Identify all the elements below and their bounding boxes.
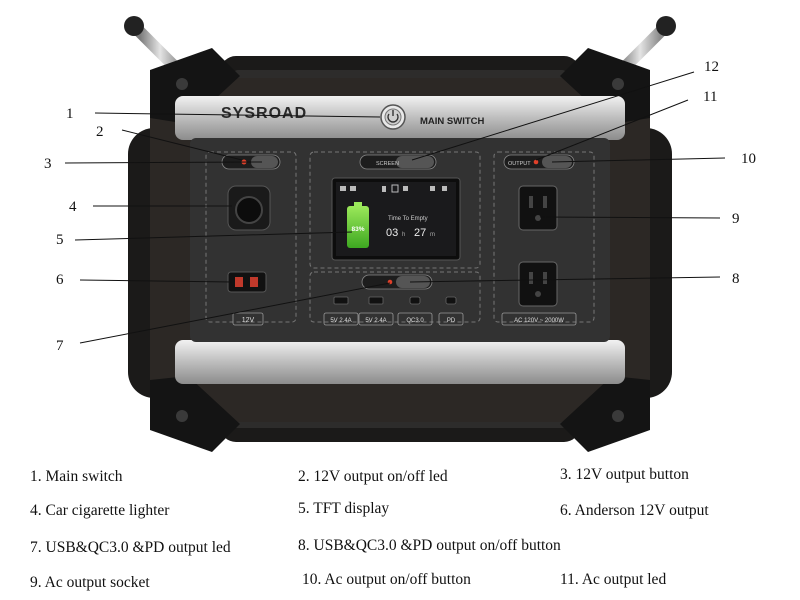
usb2-label: 5V 2.4A [365, 318, 386, 324]
main-switch-button[interactable] [380, 104, 406, 130]
callout-12: 12 [704, 59, 719, 75]
ac-label: AC 120V ~ 2000W [514, 318, 564, 324]
bottom-steel-band [175, 340, 625, 384]
battery-gauge [347, 206, 369, 248]
callout-lines [64, 71, 726, 344]
minutes-unit: m [430, 232, 435, 238]
legend-item-7: 7. USB&QC3.0 &PD output led [30, 539, 231, 556]
legend-item-10: 10. Ac output on/off button [302, 571, 471, 588]
hours-unit: h [402, 232, 405, 238]
pd-label: PD [447, 318, 456, 324]
legend-item-1: 1. Main switch [30, 468, 123, 485]
legend-item-2: 2. 12V output on/off led [298, 468, 448, 485]
power-icon [387, 113, 399, 123]
callout-4: 4 [69, 199, 77, 215]
hours-value: 03 [386, 227, 398, 239]
callout-1: 1 [66, 106, 74, 122]
legend-item-3: 3. 12V output button [560, 466, 689, 483]
output-label: OUTPUT [508, 161, 531, 167]
minutes-value: 27 [414, 227, 426, 239]
usb-ports[interactable] [333, 296, 457, 305]
legend-item-9: 9. Ac output socket [30, 574, 150, 591]
legend-item-8: 8. USB&QC3.0 &PD output on/off button [298, 537, 561, 554]
ac-socket-top[interactable] [518, 185, 558, 231]
legend-item-5: 5. TFT display [298, 500, 390, 517]
callout-10: 10 [741, 151, 756, 167]
callout-11: 11 [703, 89, 717, 105]
anderson-port[interactable] [227, 271, 267, 293]
callout-5: 5 [56, 232, 64, 248]
legend-item-6: 6. Anderson 12V output [560, 502, 709, 519]
callout-6: 6 [56, 272, 64, 288]
status-icons [340, 184, 447, 193]
time-to-empty-label: Time To Empty [388, 216, 428, 222]
car-cigarette-lighter[interactable] [227, 185, 271, 231]
legend: 1. Main switch 2. 12V output on/off led … [0, 458, 800, 600]
usb1-label: 5V 2.4A [330, 318, 351, 324]
brand-logo: SYSROAD [221, 105, 307, 122]
callout-2: 2 [96, 124, 104, 140]
legend-item-11: 11. Ac output led [560, 571, 667, 588]
corner-guards [150, 48, 650, 452]
ac-socket-bottom[interactable] [518, 261, 558, 307]
qc-label: QC3.0 [406, 318, 424, 324]
main-switch-label: MAIN SWITCH [420, 116, 485, 127]
screen-label: SCREEN [376, 161, 399, 167]
ac-output-led [533, 159, 539, 165]
legend-item-4: 4. Car cigarette lighter [30, 502, 170, 519]
callout-9: 9 [732, 211, 740, 227]
callout-3: 3 [44, 156, 52, 172]
callout-7: 7 [56, 338, 64, 354]
tft-display: 83% Time To Empty 03 h 27 m [331, 177, 461, 261]
section-dividers [205, 151, 595, 323]
callout-8: 8 [732, 271, 740, 287]
dc-12v-label: 12V [242, 317, 255, 324]
battery-percent: 83% [351, 226, 364, 233]
